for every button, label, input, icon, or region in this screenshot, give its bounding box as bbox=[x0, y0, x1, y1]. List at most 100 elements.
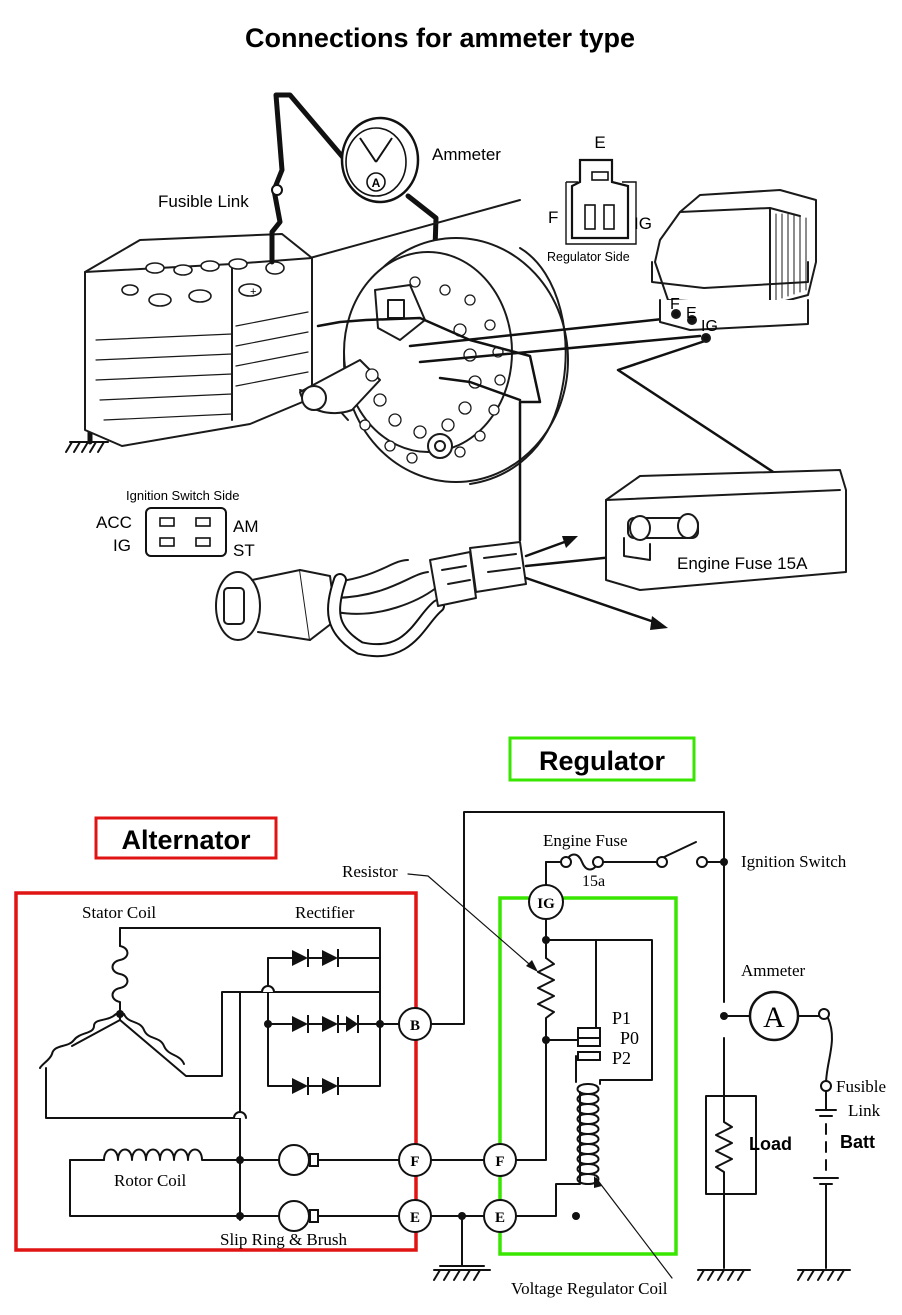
regulator-f-wire bbox=[408, 316, 674, 348]
stator-neutral-dot bbox=[116, 1010, 124, 1018]
regulator-terminal-e: E bbox=[686, 305, 697, 322]
rectifier-diodes bbox=[292, 949, 359, 1095]
ammeter-symbol: A bbox=[748, 990, 800, 1042]
regulator-connector-e: E bbox=[594, 133, 605, 152]
label-fuse-rating: 15a bbox=[582, 873, 605, 890]
regulator-side-caption: Regulator Side bbox=[547, 250, 630, 264]
contact-p1 bbox=[577, 1027, 601, 1039]
label-voltage-regulator-coil: Voltage Regulator Coil bbox=[511, 1279, 668, 1298]
battery-illustration: + bbox=[84, 233, 313, 447]
alternator-illustration bbox=[299, 199, 569, 485]
engine-fuse-symbol bbox=[565, 853, 599, 871]
contact-p0 bbox=[577, 1037, 601, 1047]
alternator-title: Alternator bbox=[121, 825, 251, 855]
alternator-title-box bbox=[94, 816, 278, 860]
contact-p2-label: P2 bbox=[612, 1048, 631, 1068]
stator-coil-symbol bbox=[39, 945, 185, 1069]
terminal-b: B bbox=[398, 1007, 432, 1041]
rotor-coil-symbol bbox=[103, 1148, 211, 1161]
regulator-title: Regulator bbox=[539, 746, 666, 776]
illustration: + Fusible Link A Ammeter bbox=[65, 92, 847, 658]
ignition-switch-contact-left bbox=[656, 856, 668, 868]
label-rectifier: Rectifier bbox=[295, 903, 355, 922]
svg-text:F: F bbox=[410, 1154, 419, 1170]
ignition-st-label: ST bbox=[233, 541, 255, 560]
ground-symbols bbox=[433, 1269, 851, 1281]
schematic-wiring bbox=[45, 811, 839, 1269]
voltage-regulator-coil-symbol-b bbox=[587, 1083, 600, 1185]
terminal-f-alternator: F bbox=[398, 1143, 432, 1177]
ground-symbol-battery bbox=[65, 441, 109, 453]
terminal-f-regulator: F bbox=[483, 1143, 517, 1177]
ammeter-dial-letter: A bbox=[372, 176, 381, 190]
ignition-acc-label: ACC bbox=[96, 513, 132, 532]
regulator-illustration bbox=[651, 189, 817, 343]
regulator-e-wire bbox=[418, 334, 702, 364]
engine-fuse-terminal-right bbox=[592, 856, 604, 868]
contact-p2 bbox=[577, 1051, 601, 1061]
engine-fuse-label: Engine Fuse 15A bbox=[677, 554, 808, 573]
label-engine-fuse: Engine Fuse bbox=[543, 831, 628, 850]
fusible-link-terminal-top bbox=[818, 1008, 830, 1020]
label-ignition-switch: Ignition Switch bbox=[741, 852, 847, 871]
label-slip-ring: Slip Ring & Brush bbox=[220, 1230, 348, 1249]
slip-ring-upper bbox=[278, 1144, 310, 1176]
harness-arrowhead-lower bbox=[650, 616, 668, 630]
regulator-terminal-ig: IG bbox=[701, 318, 718, 335]
fusible-link-marker bbox=[271, 184, 283, 196]
ignition-switch-contact-right bbox=[696, 856, 708, 868]
ignition-am-label: AM bbox=[233, 517, 259, 536]
voltage-regulator-coil-leader-arrow bbox=[594, 1176, 602, 1188]
label-link: Link bbox=[848, 1101, 881, 1120]
contact-p1-label: P1 bbox=[612, 1008, 631, 1028]
harness-arrow-lower bbox=[524, 576, 662, 626]
svg-text:B: B bbox=[410, 1018, 420, 1034]
label-fusible: Fusible bbox=[836, 1077, 886, 1096]
load-resistor-symbol bbox=[715, 1095, 733, 1195]
label-stator-coil: Stator Coil bbox=[82, 903, 156, 922]
ignition-switch-connector bbox=[145, 507, 227, 557]
terminal-e-alternator: E bbox=[398, 1199, 432, 1233]
terminal-e-regulator: E bbox=[483, 1199, 517, 1233]
regulator-boundary bbox=[498, 896, 678, 1256]
ammeter-label: Ammeter bbox=[432, 145, 501, 164]
label-ammeter: Ammeter bbox=[741, 961, 806, 980]
regulator-title-box bbox=[508, 736, 696, 782]
ammeter-gauge: A bbox=[340, 116, 420, 204]
fuse-block-illustration bbox=[605, 469, 847, 591]
regulator-connector bbox=[565, 158, 637, 245]
brush-lower bbox=[309, 1209, 319, 1223]
ignition-ig-label: IG bbox=[113, 536, 131, 555]
fusible-link-wire bbox=[269, 92, 355, 265]
voltage-regulator-coil-leader bbox=[595, 1177, 673, 1279]
svg-text:+: + bbox=[250, 286, 256, 298]
svg-text:A: A bbox=[763, 1001, 785, 1034]
regulator-terminal-f: F bbox=[670, 296, 680, 313]
fusible-link-label: Fusible Link bbox=[158, 192, 249, 211]
ground-return-wire bbox=[438, 376, 522, 402]
svg-text:F: F bbox=[495, 1154, 504, 1170]
regulator-connector-f: F bbox=[548, 208, 558, 227]
fusible-link-terminal-bottom bbox=[820, 1080, 832, 1092]
label-batt: Batt bbox=[840, 1132, 875, 1152]
svg-text:E: E bbox=[410, 1210, 420, 1226]
svg-text:E: E bbox=[495, 1210, 505, 1226]
harness-arrowhead-upper bbox=[562, 536, 578, 548]
alternator-boundary bbox=[14, 891, 418, 1252]
brush-upper bbox=[309, 1153, 319, 1167]
resistor-leader-arrow bbox=[526, 960, 538, 972]
terminal-ig-regulator: IG bbox=[528, 884, 564, 920]
engine-fuse-terminal-left bbox=[560, 856, 572, 868]
ignition-harness-illustration bbox=[215, 541, 527, 658]
wire-crossovers bbox=[233, 985, 275, 1119]
schematic: Regulator Alternator bbox=[14, 736, 886, 1298]
ignition-switch-side-caption: Ignition Switch Side bbox=[126, 488, 239, 503]
regulator-connector-ig: IG bbox=[634, 214, 652, 233]
page-title: Connections for ammeter type bbox=[245, 23, 635, 53]
resistor-symbol bbox=[537, 957, 555, 1021]
label-rotor-coil: Rotor Coil bbox=[114, 1171, 187, 1190]
contact-p0-label: P0 bbox=[620, 1028, 639, 1048]
resistor-leader bbox=[407, 873, 537, 971]
svg-text:IG: IG bbox=[537, 896, 555, 912]
